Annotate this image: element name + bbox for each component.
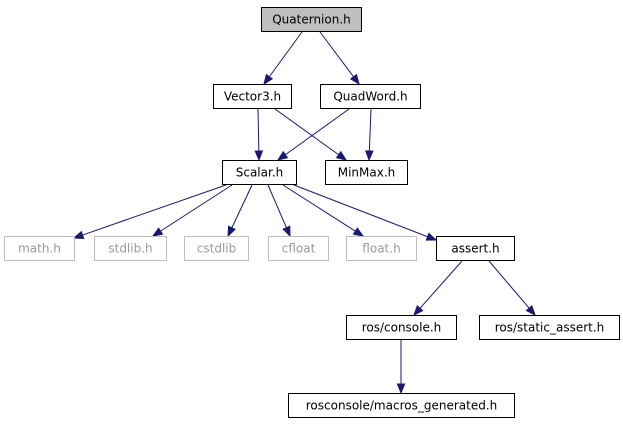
edge-line	[257, 108, 260, 152]
node-math: math.h	[4, 236, 75, 261]
node-vector3[interactable]: Vector3.h	[213, 84, 292, 109]
node-label: rosconsole/macros_generated.h	[306, 399, 497, 413]
edge-scalar-to-float	[282, 184, 365, 237]
node-label: math.h	[18, 242, 61, 256]
node-label: QuadWord.h	[333, 90, 407, 104]
node-box	[288, 393, 515, 418]
arrowhead-icon	[413, 305, 424, 317]
node-label: ros/console.h	[362, 321, 442, 335]
arrowhead-icon	[263, 73, 274, 86]
edge-quadword-to-minmax	[365, 108, 374, 162]
node-label: stdlib.h	[108, 242, 152, 256]
node-cfloat: cfloat	[268, 236, 329, 261]
node-box	[4, 236, 75, 261]
edge-scalar-to-cfloat	[267, 184, 291, 238]
arrowhead-icon	[396, 383, 406, 395]
node-cstdlib: cstdlib	[184, 236, 249, 261]
node-box	[222, 160, 297, 185]
node-quaternion[interactable]: Quaternion.h	[261, 7, 362, 32]
edge-line	[319, 31, 355, 78]
edge-quaternion-to-quadword	[319, 31, 360, 86]
edge-vector3-to-minmax	[274, 108, 348, 161]
edge-line	[282, 184, 356, 232]
node-label: assert.h	[451, 242, 499, 256]
node-box	[346, 236, 417, 261]
arrowhead-icon	[227, 225, 236, 238]
node-float: float.h	[346, 236, 417, 261]
edge-line	[267, 184, 287, 228]
edge-line	[419, 260, 463, 309]
node-box	[213, 84, 292, 109]
edge-line	[293, 184, 428, 238]
edge-quaternion-to-vector3	[263, 31, 303, 86]
edge-line	[285, 108, 350, 156]
arrowhead-icon	[352, 227, 365, 237]
node-box	[261, 7, 362, 32]
node-box	[346, 315, 457, 340]
node-label: MinMax.h	[338, 166, 396, 180]
edge-line	[488, 260, 530, 309]
node-rosconsole-macros[interactable]: rosconsole/macros_generated.h	[288, 393, 515, 418]
edge-ros-console-to-rosconsole-macros	[396, 340, 406, 395]
edge-line	[231, 184, 253, 229]
edge-assert-to-ros-console	[413, 260, 463, 317]
edge-line	[368, 108, 372, 152]
edge-assert-to-ros-static-assert	[488, 260, 536, 317]
node-scalar[interactable]: Scalar.h	[222, 160, 297, 185]
arrowhead-icon	[349, 73, 360, 86]
arrowhead-icon	[276, 150, 289, 161]
node-label: cfloat	[282, 242, 316, 256]
edge-line	[160, 184, 233, 232]
node-ros-static-assert[interactable]: ros/static_assert.h	[479, 315, 620, 340]
arrowhead-icon	[425, 232, 438, 241]
node-label: Vector3.h	[224, 90, 281, 104]
node-ros-console[interactable]: ros/console.h	[346, 315, 457, 340]
edge-vector3-to-scalar	[254, 108, 264, 162]
edge-line	[268, 31, 303, 78]
node-box	[184, 236, 249, 261]
arrowhead-icon	[525, 304, 536, 317]
edge-scalar-to-stdlib	[151, 184, 233, 237]
arrowhead-icon	[365, 150, 374, 162]
node-assert[interactable]: assert.h	[436, 236, 515, 261]
edge-scalar-to-math	[72, 184, 227, 239]
node-quadword[interactable]: QuadWord.h	[320, 84, 421, 109]
arrowhead-icon	[151, 227, 164, 237]
node-label: float.h	[362, 242, 400, 256]
arrowhead-icon	[335, 150, 348, 161]
node-label: cstdlib	[197, 242, 236, 256]
edge-scalar-to-cstdlib	[227, 184, 253, 238]
node-label: ros/static_assert.h	[495, 321, 605, 335]
arrowhead-icon	[72, 230, 85, 239]
node-stdlib: stdlib.h	[94, 236, 167, 261]
edge-quadword-to-scalar	[276, 108, 350, 161]
node-label: Quaternion.h	[272, 13, 351, 27]
node-box	[325, 160, 408, 185]
edge-line	[82, 184, 227, 236]
node-box	[436, 236, 515, 261]
edge-scalar-to-assert	[293, 184, 438, 241]
node-minmax[interactable]: MinMax.h	[325, 160, 408, 185]
node-box	[94, 236, 167, 261]
arrowhead-icon	[254, 150, 264, 162]
edges-layer	[72, 31, 536, 395]
arrowhead-icon	[282, 225, 291, 238]
node-box	[268, 236, 329, 261]
node-box	[320, 84, 421, 109]
node-box	[479, 315, 620, 340]
node-label: Scalar.h	[236, 166, 284, 180]
edge-line	[274, 108, 339, 156]
